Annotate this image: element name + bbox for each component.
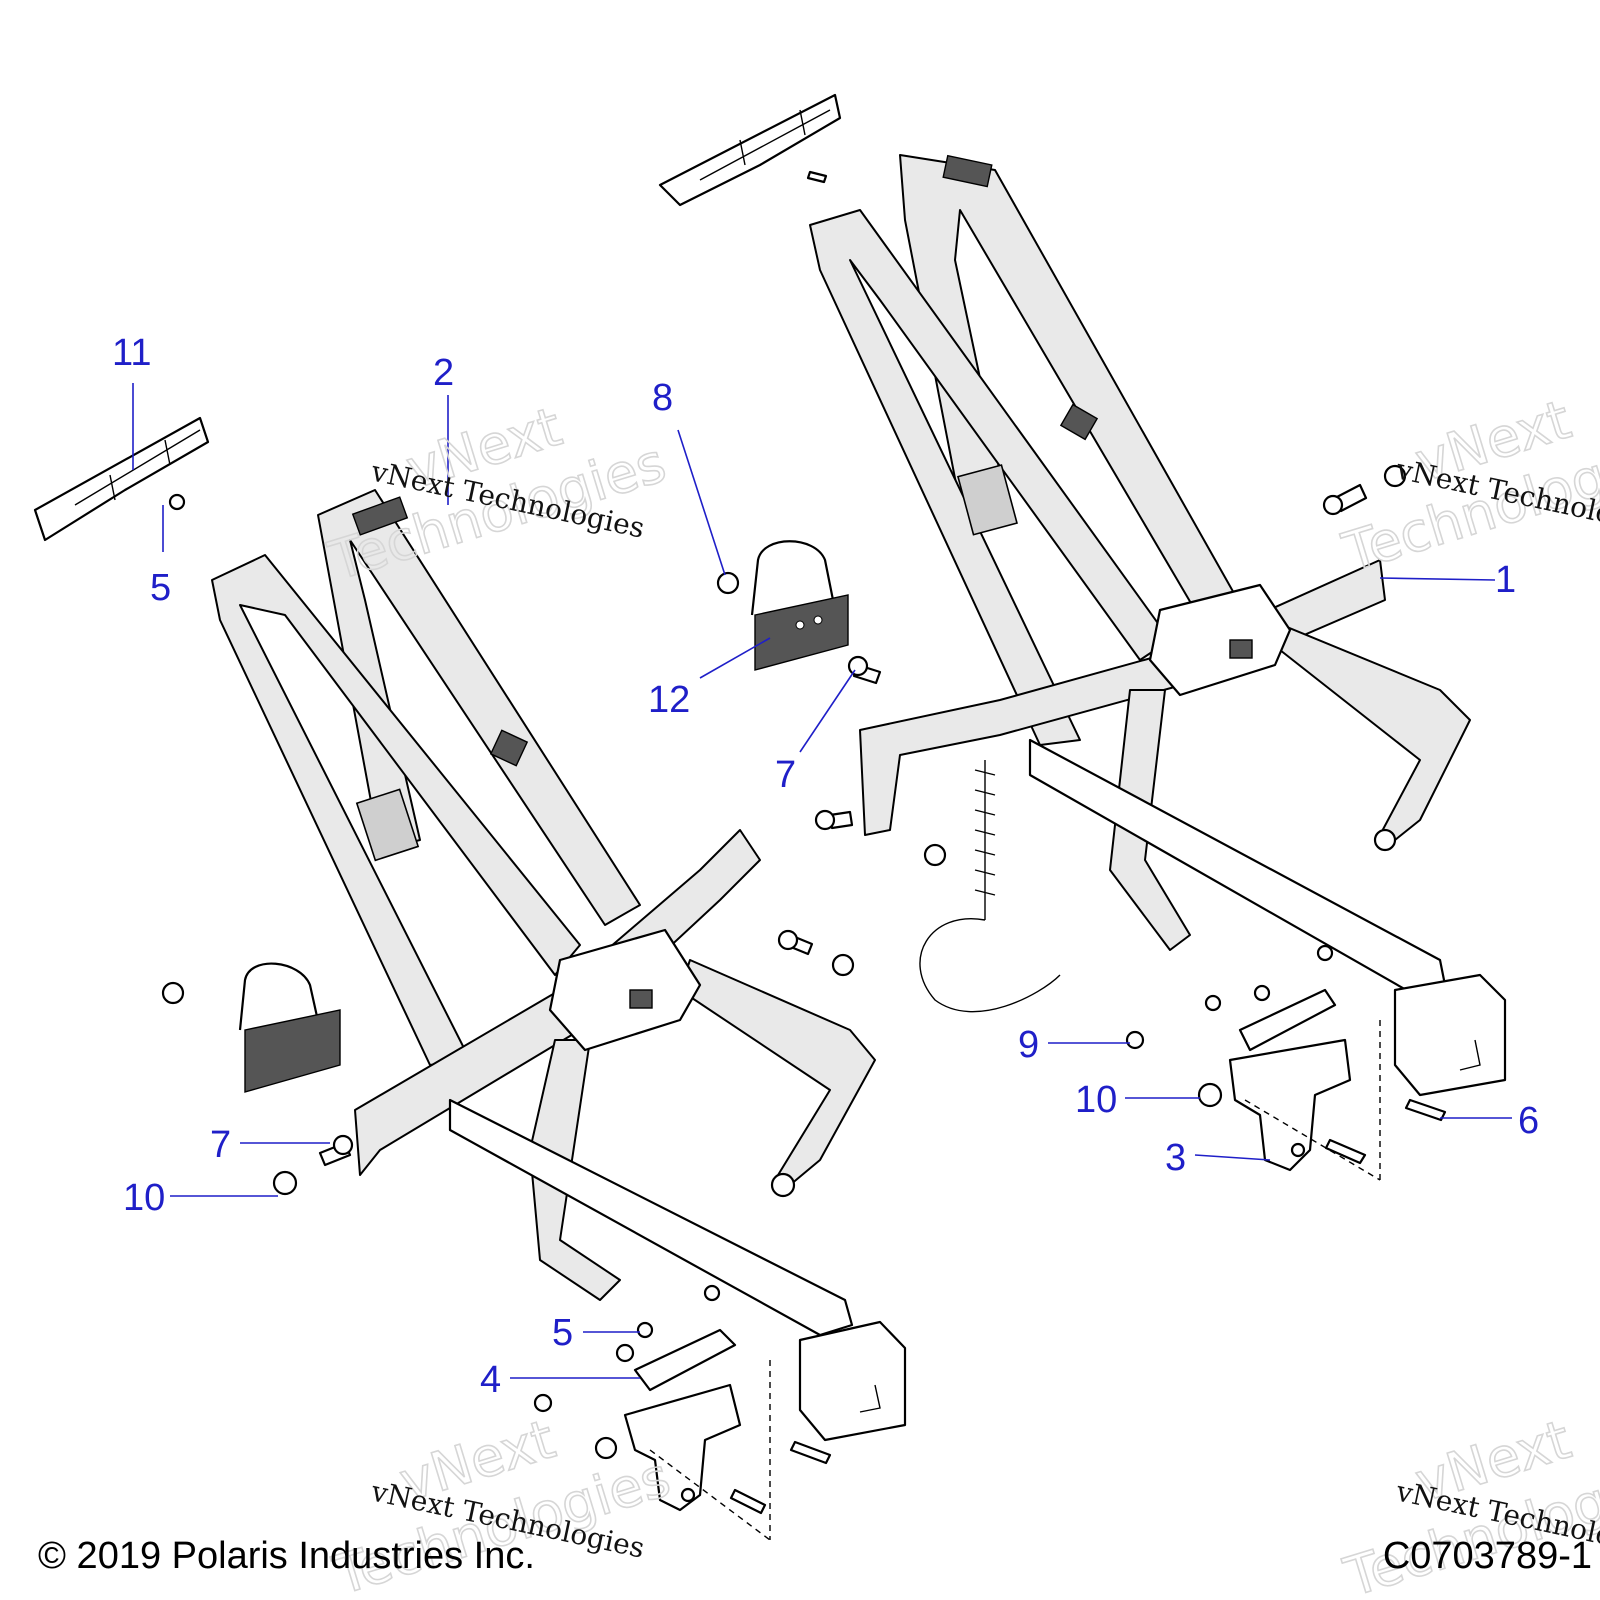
callout-4: 4 <box>480 1359 501 1401</box>
right-lower-rail <box>1028 738 1447 997</box>
right-mount-bar <box>658 93 842 207</box>
right-harness-assembly <box>658 93 1507 1181</box>
left-nut-mid <box>831 953 855 977</box>
copyright-notice: © 2019 Polaris Industries Inc. <box>38 1535 535 1577</box>
left-cover-plate <box>633 1328 737 1392</box>
callout-7-center: 7 <box>775 754 796 796</box>
leader-lines <box>132 383 1512 1379</box>
left-buckle <box>548 928 702 1052</box>
right-nut-upper <box>1383 464 1407 488</box>
right-nut-9 <box>1125 1030 1145 1050</box>
callout-10-right: 10 <box>1075 1079 1117 1121</box>
nut-8 <box>716 571 740 595</box>
callout-9: 9 <box>1018 1024 1039 1066</box>
callout-11: 11 <box>112 332 151 374</box>
callout-5-upper: 5 <box>150 567 171 609</box>
right-buckle <box>1148 583 1292 697</box>
left-anchor-bracket <box>623 1383 742 1512</box>
center-parts <box>716 540 882 685</box>
figure-code: C0703789-1 <box>1382 1535 1592 1577</box>
right-cover-plate <box>1238 988 1337 1052</box>
left-nut-upper <box>161 981 185 1005</box>
callout-12: 12 <box>648 679 690 721</box>
right-side-strap <box>1269 619 1471 841</box>
callout-6: 6 <box>1518 1100 1539 1142</box>
seat-plate-12 <box>754 594 849 671</box>
left-harness-assembly <box>33 416 907 1541</box>
callout-7-left: 7 <box>210 1124 231 1166</box>
callout-10-left: 10 <box>123 1177 165 1219</box>
callout-2: 2 <box>433 352 454 394</box>
left-nut-10 <box>272 1170 298 1196</box>
right-anchor-bracket <box>1228 1038 1352 1172</box>
left-lower-rail <box>448 1098 854 1337</box>
left-retractor <box>798 1320 907 1442</box>
callout-3: 3 <box>1165 1137 1186 1179</box>
left-seat-plate <box>244 1009 341 1093</box>
callout-8: 8 <box>652 377 673 419</box>
left-seat-handle <box>238 962 322 1031</box>
left-shoulder-strap-b <box>211 554 581 1066</box>
right-bolt-6 <box>1404 1098 1447 1122</box>
right-crotch-strap <box>1109 689 1191 951</box>
callout-5-lower: 5 <box>552 1312 573 1354</box>
seat-handle-12 <box>750 540 835 616</box>
callout-1: 1 <box>1495 559 1516 601</box>
right-shoulder-strap-b <box>809 209 1171 746</box>
callout-labels: 1 2 3 4 5 5 6 7 7 8 9 10 10 11 12 <box>112 332 1539 1401</box>
right-retractor <box>1393 973 1507 1097</box>
left-side-strap <box>679 959 876 1186</box>
right-nut-mid <box>923 843 947 867</box>
right-coil-cable <box>919 760 1061 1013</box>
left-mount-bar <box>33 416 210 542</box>
right-nut-10 <box>1197 1082 1223 1108</box>
